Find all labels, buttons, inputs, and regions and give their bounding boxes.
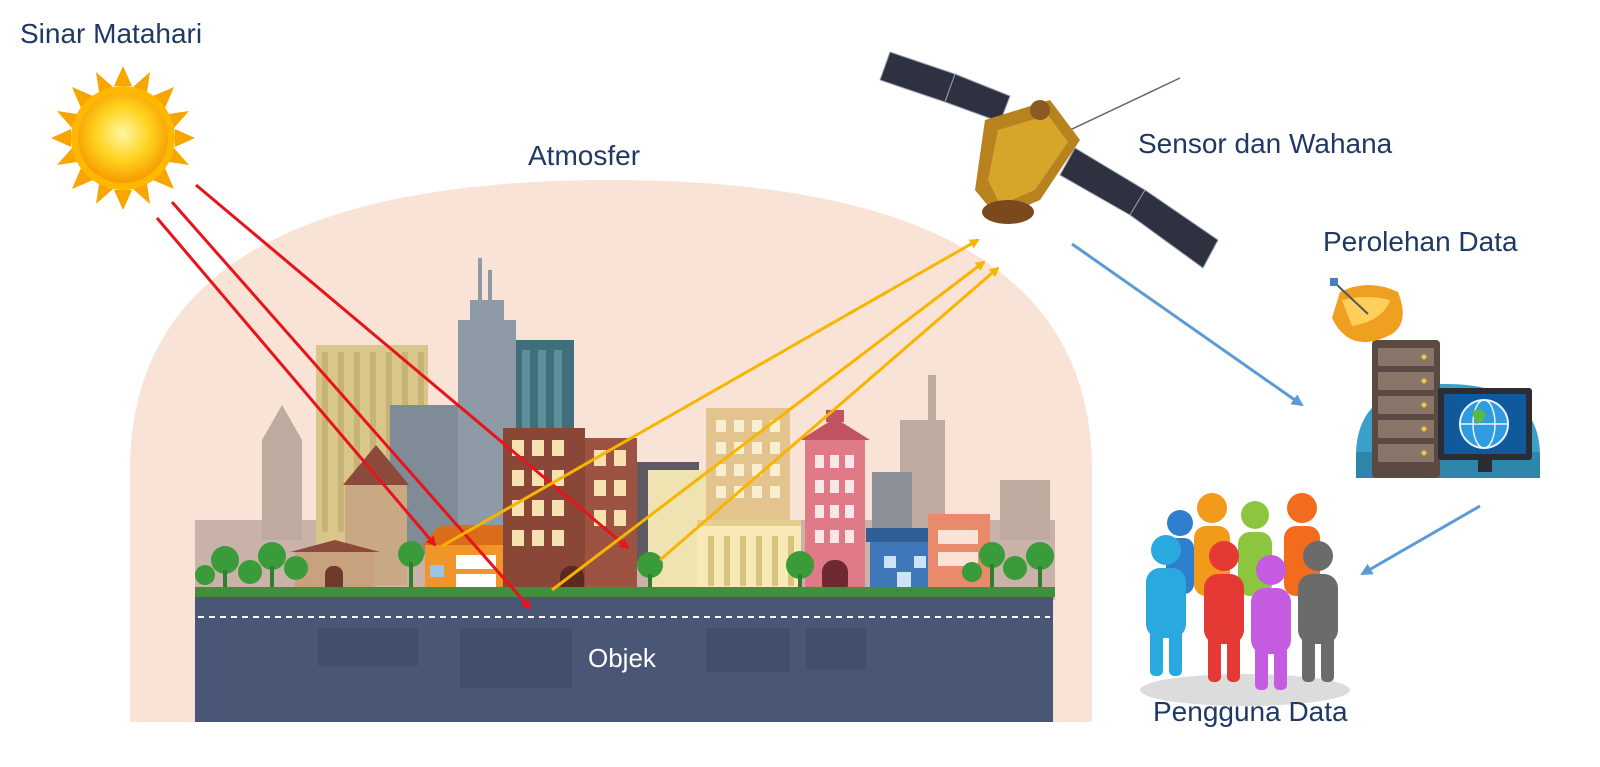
reflected-ray-1 [441, 238, 980, 548]
ground-station-icon [1330, 278, 1540, 478]
incoming-ray-2 [170, 201, 532, 610]
reflected-ray-3 [659, 266, 1000, 562]
station-to-users-arrow [1360, 504, 1481, 576]
object-label: Objek [588, 643, 656, 673]
atmosphere-label: Atmosfer [528, 140, 641, 171]
data-users-label: Pengguna Data [1153, 696, 1348, 727]
sun-label: Sinar Matahari [20, 18, 203, 49]
satellite-to-station-arrow [1071, 242, 1304, 407]
city-skyline-illustration [195, 258, 1055, 600]
incoming-solar-rays [155, 183, 630, 610]
ground-object [195, 597, 1053, 722]
sun-icon [51, 66, 195, 210]
reflected-ray-2 [551, 260, 986, 592]
incoming-ray-3 [195, 183, 630, 550]
data-flow-arrows [1071, 242, 1481, 576]
people-group-icon [1140, 493, 1350, 706]
data-acquisition-label: Perolehan Data [1323, 226, 1518, 257]
incoming-ray-1 [155, 217, 437, 547]
satellite-icon [879, 51, 1219, 269]
reflected-rays [441, 238, 1000, 592]
sensor-platform-label: Sensor dan Wahana [1138, 128, 1393, 159]
